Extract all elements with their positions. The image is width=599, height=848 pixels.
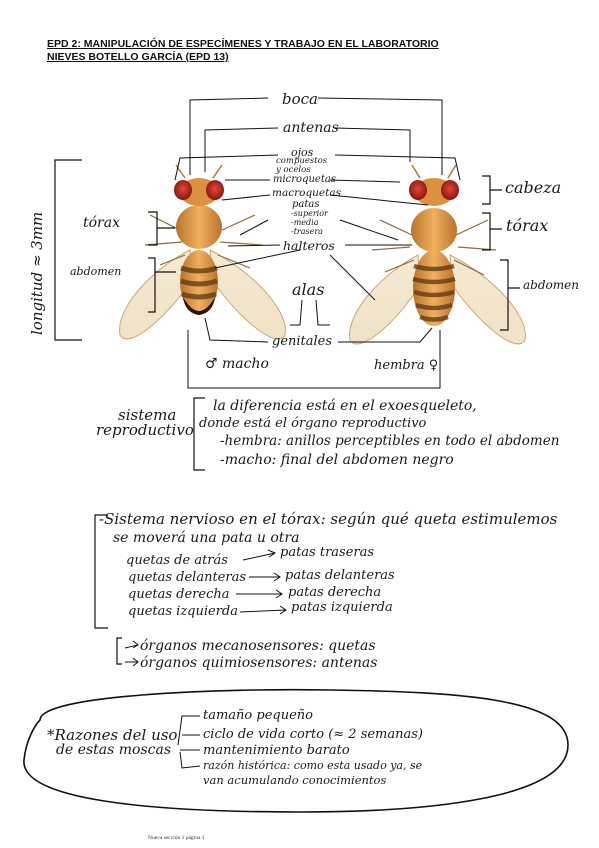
reproductive-title-2: reproductivo <box>96 421 194 439</box>
organ-line-2: órganos quimiosensores: antenas <box>140 655 378 671</box>
label-ojos-ocelos: y ocelos <box>276 165 311 175</box>
reasons-item-5: van acumulando conocimientos <box>203 773 387 787</box>
nervous-item-2-right: patas delanteras <box>285 568 395 583</box>
nervous-item-2-left: quetas delanteras <box>128 570 247 585</box>
label-microquetas: microquetas <box>273 174 336 185</box>
label-torax-right: tórax <box>506 216 549 235</box>
label-macho: ♂ macho <box>205 356 269 372</box>
header-author: NIEVES BOTELLO GARCÍA (EPD 13) <box>47 51 229 63</box>
reproductive-line-3: -hembra: anillos perceptibles en todo el… <box>220 433 560 449</box>
label-alas: alas <box>292 280 325 299</box>
reasons-title-1: *Razones del uso <box>47 726 178 744</box>
label-genitales: genitales <box>272 334 333 349</box>
label-boca: boca <box>282 90 318 108</box>
label-ojos: ojos <box>291 146 314 159</box>
label-abdomen-right: abdomen <box>523 278 579 292</box>
nervous-item-4-left: quetas izquierda <box>128 604 239 619</box>
left-braces <box>54 159 176 341</box>
reproductive-bracket <box>193 397 205 471</box>
reasons-title-2: de estas moscas <box>56 742 172 758</box>
label-patas-trasera: -trasera <box>291 227 323 236</box>
nervous-bracket <box>94 514 108 629</box>
reasons-item-1: tamaño pequeño <box>203 708 313 723</box>
reproductive-title-1: sistema <box>118 406 177 424</box>
organ-line-1: órganos mecanosensores: quetas <box>140 638 376 654</box>
reproductive-line-1: la diferencia está en el exoesqueleto, <box>213 398 477 414</box>
male-fly-illustration <box>119 164 286 340</box>
reproductive-line-2: donde está el órgano reproductivo <box>199 416 427 431</box>
label-ojos-compuestos: compuestos <box>276 156 328 166</box>
nervous-item-4-right: patas izquierda <box>291 600 393 615</box>
label-cabeza: cabeza <box>505 178 562 197</box>
nervous-arrows <box>124 549 287 667</box>
reasons-arrows <box>177 715 201 769</box>
label-patas-superior: -superior <box>291 209 328 218</box>
reasons-item-2: ciclo de vida corto (≈ 2 semanas) <box>203 727 424 742</box>
nervous-item-3-right: patas derecha <box>288 585 382 600</box>
nervous-item-1-right: patas traseras <box>280 545 375 560</box>
reasons-oval <box>23 688 569 813</box>
nervous-item-1-left: quetas de atrás <box>126 553 228 568</box>
label-torax-left: tórax <box>83 215 120 231</box>
nervous-line-2: se moverá una pata u otra <box>113 530 300 546</box>
label-patas-media: -media <box>291 218 319 227</box>
organ-bracket <box>116 637 122 665</box>
page-footer: Nueva sección 1 página 1 <box>148 835 205 841</box>
header-title: EPD 2: MANIPULACIÓN DE ESPECÍMENES Y TRA… <box>47 38 439 50</box>
reproductive-line-4: -macho: final del abdomen negro <box>220 452 454 468</box>
nervous-line-1: -Sistema nervioso en el tórax: según qué… <box>99 510 558 528</box>
label-halteros: halteros <box>283 238 335 253</box>
page-header: EPD 2: MANIPULACIÓN DE ESPECÍMENES Y TRA… <box>47 38 439 64</box>
right-braces <box>482 175 520 331</box>
reasons-item-4: razón histórica: como esta usado ya, se <box>203 759 423 772</box>
female-fly-illustration <box>349 164 526 345</box>
label-longitud: longitud ≈ 3mm <box>28 211 46 335</box>
label-macroquetas: macroquetas <box>272 187 342 199</box>
label-antenas: antenas <box>283 120 339 136</box>
label-abdomen-left: abdomen <box>70 265 122 278</box>
label-patas: patas <box>292 199 320 210</box>
label-hembra: hembra ♀ <box>374 358 439 373</box>
reasons-item-3: mantenimiento barato <box>203 743 350 758</box>
nervous-item-3-left: quetas derecha <box>128 587 230 602</box>
label-connectors <box>174 97 461 389</box>
